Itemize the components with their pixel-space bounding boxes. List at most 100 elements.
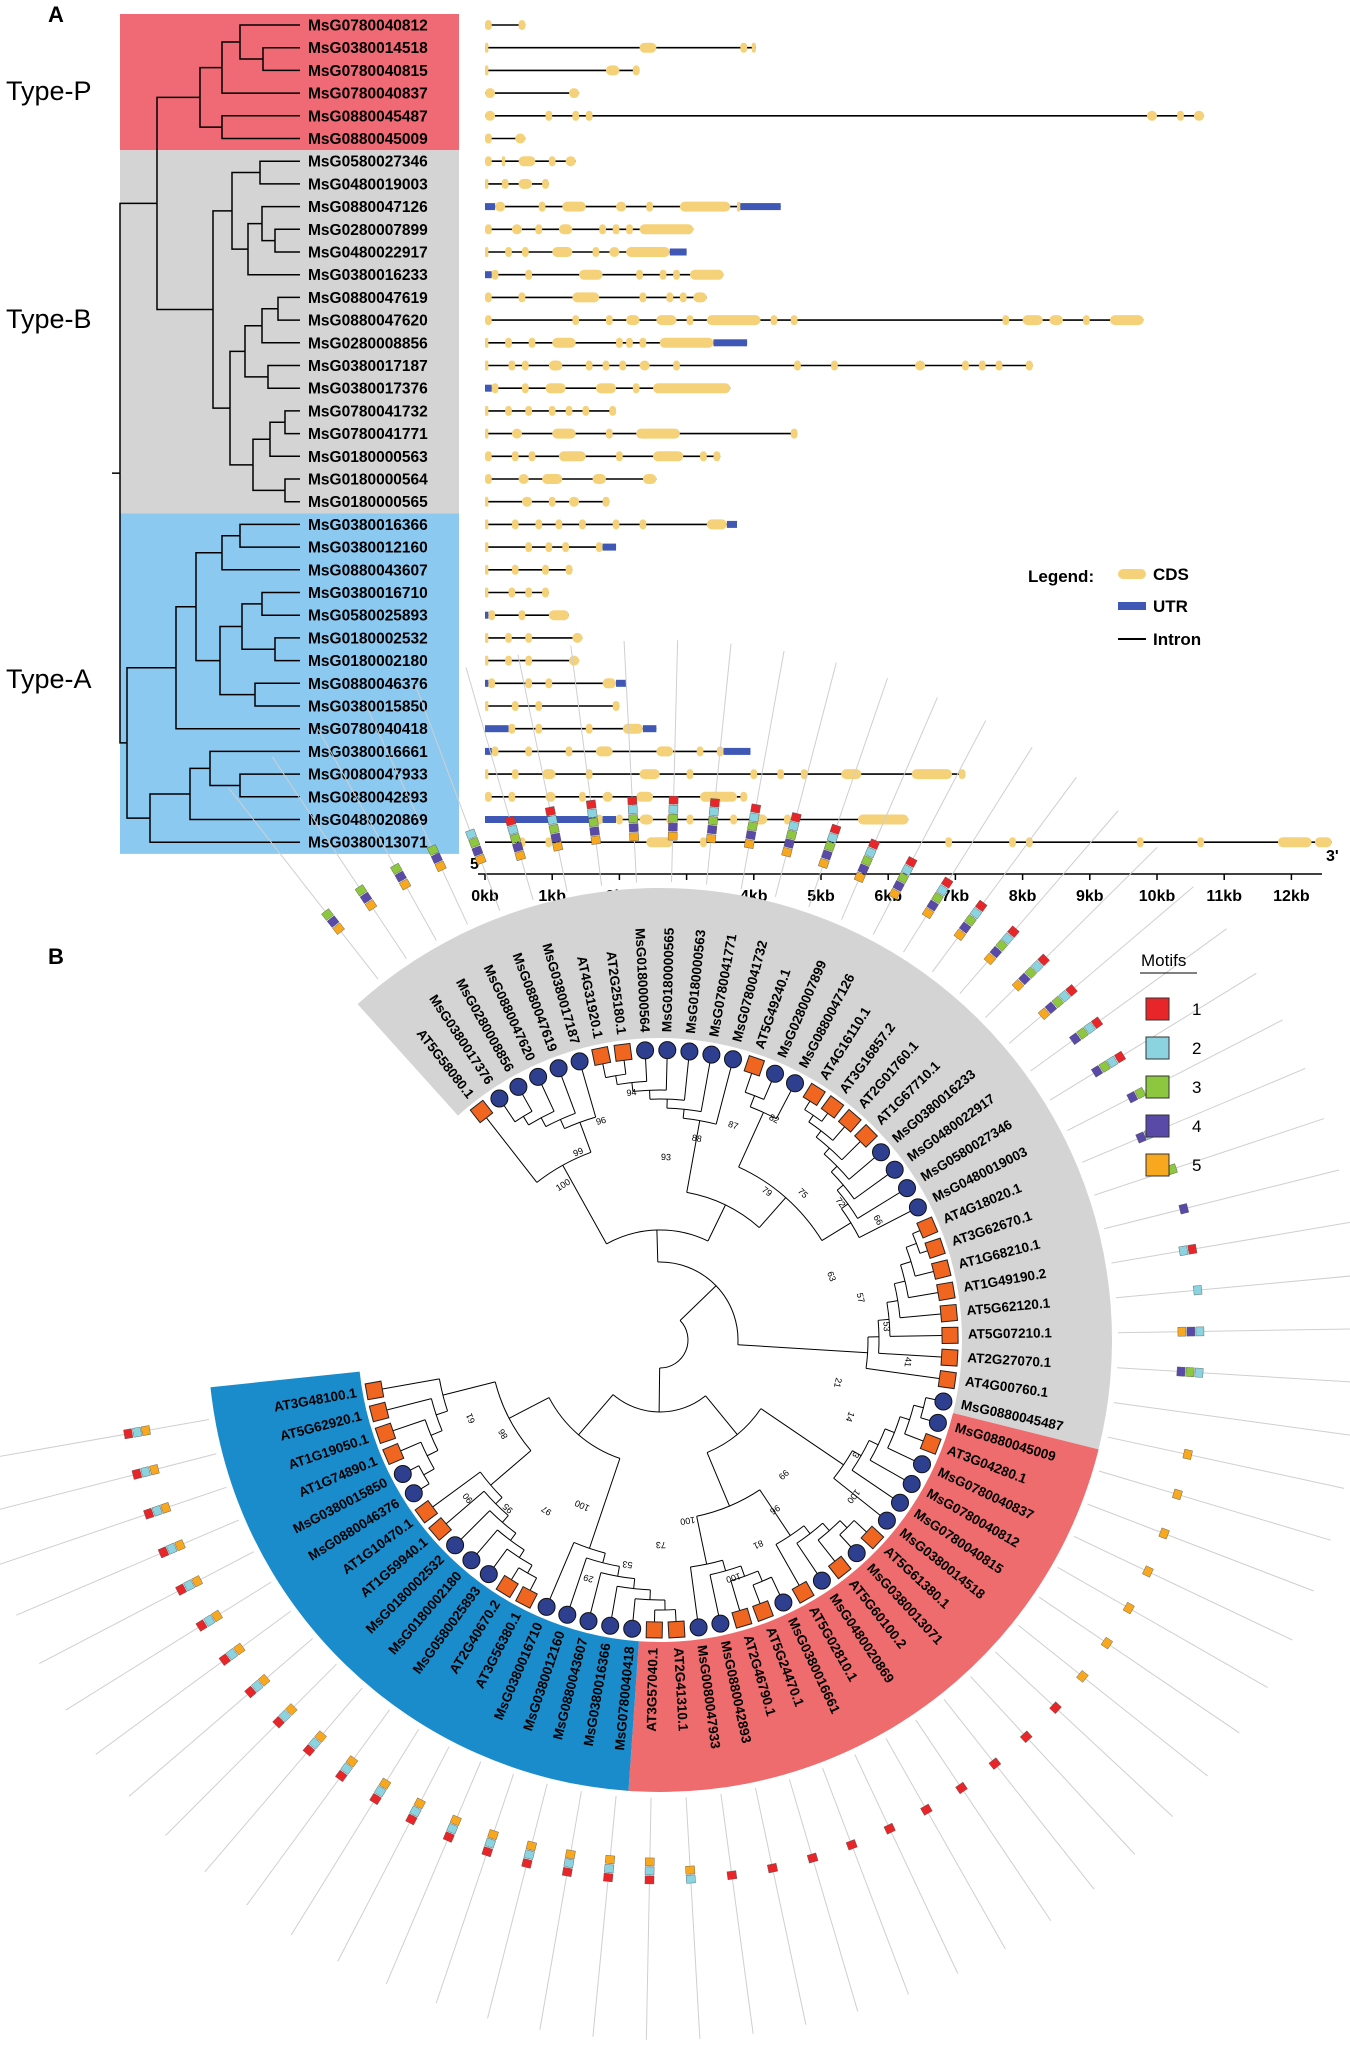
motif-mark <box>627 796 638 806</box>
motif-mark <box>1193 1285 1203 1296</box>
cds-exon <box>485 110 496 121</box>
motif-mark <box>883 1822 896 1835</box>
tree-branch <box>262 59 300 72</box>
tree-branch <box>886 1300 898 1303</box>
tree-branch <box>269 421 285 440</box>
motif-mark <box>1037 953 1050 967</box>
motif-mark <box>565 1849 576 1860</box>
cds-exon <box>518 20 526 30</box>
cds-exon <box>1009 837 1016 848</box>
cds-exon <box>552 247 573 257</box>
motif-mark <box>378 1777 392 1790</box>
cds-exon <box>505 632 512 643</box>
motif-mark <box>750 803 762 814</box>
motif-mark <box>1186 1326 1196 1337</box>
gene-structure <box>485 428 798 439</box>
cds-exon <box>572 110 580 121</box>
medicago-marker <box>462 1551 481 1570</box>
motif-mark <box>354 884 368 897</box>
gene-structure <box>485 587 549 598</box>
tree-arc <box>900 1264 909 1298</box>
tree-branch <box>219 625 242 661</box>
cds-exon <box>1197 837 1205 848</box>
motif-mark <box>707 816 719 826</box>
tree-branch <box>259 172 300 185</box>
cds-exon <box>790 315 798 326</box>
cds-exon <box>602 791 613 802</box>
arabidopsis-marker <box>382 1442 405 1466</box>
gene-name: MsG0180002532 <box>308 630 428 647</box>
motif-mark <box>1018 972 1031 986</box>
cds-exon <box>639 292 647 303</box>
tree-arc <box>494 1381 532 1451</box>
cds-exon <box>511 564 519 575</box>
motif-mark <box>845 1839 858 1851</box>
cds-exon <box>525 655 533 666</box>
tree-branch <box>244 351 268 378</box>
tree-branch <box>821 1222 852 1241</box>
motif-mark <box>1126 1091 1139 1104</box>
leaf-ray <box>943 1699 1095 1890</box>
motif-mark <box>921 907 935 920</box>
bootstrap-label: 61 <box>464 1412 477 1425</box>
bootstrap-label: 66 <box>871 1213 885 1227</box>
medicago-marker <box>928 1413 947 1432</box>
bootstrap-label: 100 <box>554 1177 572 1193</box>
tree-branch <box>209 750 300 769</box>
cds-exon <box>616 201 627 212</box>
tree-branch <box>522 1116 530 1126</box>
motif-rays <box>0 640 1350 2040</box>
utr-segment <box>485 725 509 733</box>
motif-mark <box>195 1619 208 1632</box>
motif-mark <box>1100 1636 1114 1650</box>
tree-branch <box>830 1165 838 1173</box>
motif-mark <box>1024 966 1038 979</box>
motif-mark <box>1051 995 1065 1009</box>
cds-exon <box>636 269 643 280</box>
arabidopsis-marker <box>731 1607 753 1629</box>
tree-branch <box>239 773 300 786</box>
motif-mark <box>964 914 977 927</box>
motif-mark <box>484 1837 496 1849</box>
gene-structure <box>485 837 1332 848</box>
tree-branch <box>274 637 300 650</box>
cds-exon <box>857 814 909 825</box>
tree-branch <box>149 818 300 843</box>
cds-exon <box>700 451 707 462</box>
cds-exon <box>958 769 966 780</box>
tree-arc <box>836 1189 859 1219</box>
cds-exon <box>485 224 492 235</box>
cds-exon <box>602 496 610 507</box>
cds-exon <box>616 451 623 462</box>
motif-mark <box>806 1852 819 1864</box>
utr-segment <box>485 611 489 619</box>
cds-exon <box>565 405 573 416</box>
motif-mark <box>183 1579 195 1592</box>
cds-exon <box>646 837 674 848</box>
motif-mark <box>644 1866 655 1876</box>
bootstrap-label: 82 <box>767 1112 780 1125</box>
gene-structure <box>485 519 737 530</box>
cds-exon <box>572 292 600 303</box>
leaf-ray <box>1008 886 1194 1044</box>
motif-mark <box>512 841 524 853</box>
tree-arc <box>833 1450 853 1479</box>
motif-mark <box>708 807 720 817</box>
motif-mark <box>645 1857 655 1867</box>
leaf-ray <box>1017 1624 1208 1777</box>
motif-mark <box>345 1755 359 1768</box>
leaf-ray <box>487 1783 548 2019</box>
cds-exon <box>740 791 748 802</box>
leaf-ray <box>290 1729 420 1936</box>
gene-structure <box>485 201 781 212</box>
arabidopsis-marker <box>802 1082 826 1107</box>
cds-exon <box>521 496 533 507</box>
motif-mark <box>191 1575 203 1588</box>
tree-branch <box>261 308 278 326</box>
tree-branch <box>707 1204 726 1242</box>
medicago-marker <box>702 1045 721 1064</box>
cds-exon <box>508 587 516 598</box>
motif-mark <box>405 1813 418 1826</box>
tree-branch <box>579 1061 597 1118</box>
